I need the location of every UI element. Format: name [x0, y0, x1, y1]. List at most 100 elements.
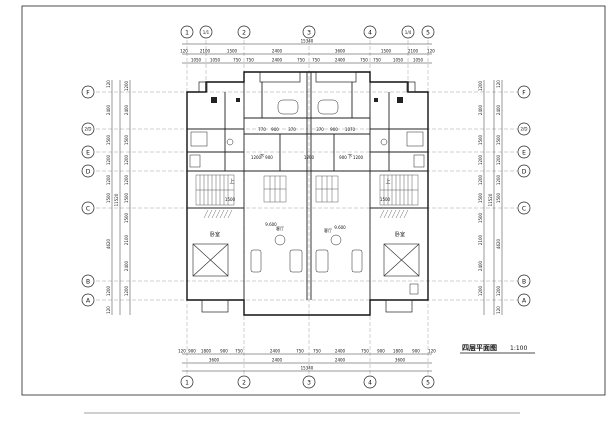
bottom-axis-bubbles	[180, 375, 435, 389]
dim-text: 1070	[345, 127, 356, 132]
interior-walls	[187, 72, 428, 300]
dim-text: 1050	[413, 58, 424, 63]
living-furniture	[250, 234, 419, 295]
dim-text: 1200	[251, 155, 262, 160]
dim-text: 2400	[106, 104, 111, 115]
dim-text: 4620	[496, 238, 501, 249]
dim-text: 750	[313, 349, 321, 354]
dim-text: 1200	[353, 155, 364, 160]
dim-total-left: 11520	[114, 193, 119, 206]
top-axis-labels: 1 1/1 2 3 4 1/4 5	[185, 30, 430, 37]
dim-text: 750	[297, 58, 305, 63]
axis-label-col: 5	[426, 30, 430, 37]
dim-text: 750	[296, 349, 304, 354]
bottom-axis-labels: 1 2 3 4 5	[185, 380, 430, 387]
dim-text: 1800	[393, 349, 404, 354]
axis-label-row: E	[86, 150, 90, 157]
dim-text: 2400	[335, 58, 346, 63]
dim-text: 1200	[478, 154, 483, 165]
wardrobe-hatching	[203, 209, 409, 219]
dim-text: 750	[360, 58, 368, 63]
dim-text: 120	[106, 306, 111, 314]
dim-text: 750	[246, 58, 254, 63]
stair-dim-right: 1500	[380, 197, 391, 202]
dim-text: 1200	[304, 155, 315, 160]
dim-text: 4620	[106, 238, 111, 249]
drawing-title: 四层平面图 1:100	[460, 343, 535, 354]
dim-text: 2400	[272, 358, 283, 363]
dim-text: 370	[316, 127, 324, 132]
dim-text: 1050	[210, 58, 221, 63]
stair-up-left: 上	[229, 178, 234, 185]
dim-text: 120	[180, 49, 188, 54]
axis-label-row: 2/D	[85, 127, 92, 132]
left-dimension-text: 120 2400 1500 1200 1200 1500 4620 1200 1…	[106, 80, 129, 314]
dim-text: 900	[220, 349, 228, 354]
axis-label-col: 1/4	[405, 30, 412, 35]
axis-label-row: C	[522, 206, 526, 213]
stair-dim-left: 1500	[225, 197, 236, 202]
axis-label-col: 2	[242, 30, 246, 37]
dim-text: 1500	[478, 192, 483, 203]
dim-text: 370	[288, 127, 296, 132]
axis-label-col: 2	[242, 380, 246, 387]
balconies	[198, 71, 416, 313]
dim-text: 2400	[496, 104, 501, 115]
dim-text: 1050	[393, 58, 404, 63]
axis-label-row: F	[86, 90, 90, 97]
dim-text: 120	[106, 80, 111, 88]
center-stairs	[263, 175, 339, 203]
dim-text: 1500	[478, 212, 483, 223]
dim-text: 2100	[124, 234, 129, 245]
axis-label-col: 5	[426, 380, 430, 387]
dim-text: 900	[339, 155, 347, 160]
dim-text: 3600	[335, 49, 346, 54]
dim-text: 1200	[106, 174, 111, 185]
right-dimension-text: 1200 2400 1500 1200 1200 1500 1500 2100 …	[478, 80, 501, 314]
sheet-border	[21, 5, 606, 396]
dim-total-bottom: 15340	[301, 366, 314, 371]
dim-text: 1200	[496, 174, 501, 185]
axis-label-col: 3	[307, 380, 311, 387]
dim-text: 2400	[335, 349, 346, 354]
axis-label-row: 2/D	[521, 127, 528, 132]
axis-label-row: B	[86, 279, 90, 286]
dim-text: 750	[312, 58, 320, 63]
top-dimension-text: 15340 120 2100 1500 2400 3600 1500 2100 …	[180, 39, 435, 63]
dim-text: 1500	[124, 192, 129, 203]
dim-text: 120	[428, 349, 436, 354]
right-axis-labels: F 2/D E D C B A	[521, 90, 528, 305]
dim-text: 2400	[270, 349, 281, 354]
axis-label-row: B	[522, 279, 526, 286]
dim-text: 1500	[124, 134, 129, 145]
dim-text: 1800	[201, 349, 212, 354]
dim-text: 2400	[124, 104, 129, 115]
dim-text: 900	[271, 127, 279, 132]
bottom-dimension-text: 120 900 1800 900 750 2400 750 750 2400 7…	[178, 349, 436, 371]
right-axis-bubbles	[517, 85, 531, 307]
drawing-title-text: 四层平面图	[462, 343, 497, 352]
beds	[192, 243, 420, 277]
axis-label-col: 4	[368, 30, 372, 37]
dim-text: 1500	[478, 134, 483, 145]
dim-text: 2400	[478, 260, 483, 271]
elevation-right: 9.600	[334, 225, 346, 230]
dim-text: 1500	[496, 192, 501, 203]
dim-text: 120	[178, 349, 186, 354]
dim-text: 750	[373, 58, 381, 63]
staircase-left	[195, 174, 235, 206]
room-label-bedroom-right: 卧室	[395, 231, 405, 238]
dim-text: 1500	[381, 49, 392, 54]
dim-text: 900	[330, 127, 338, 132]
dim-text: 1200	[496, 285, 501, 296]
dim-text: 750	[233, 58, 241, 63]
dim-text: 2400	[272, 49, 283, 54]
dim-text: 3600	[209, 358, 220, 363]
dim-text: 1200	[496, 154, 501, 165]
drawing-scale: 1:100	[510, 345, 527, 352]
dim-text: 1500	[106, 134, 111, 145]
top-dimension-lines	[182, 43, 432, 64]
axis-label-col: 4	[368, 380, 372, 387]
axis-label-col: 1	[185, 30, 189, 37]
